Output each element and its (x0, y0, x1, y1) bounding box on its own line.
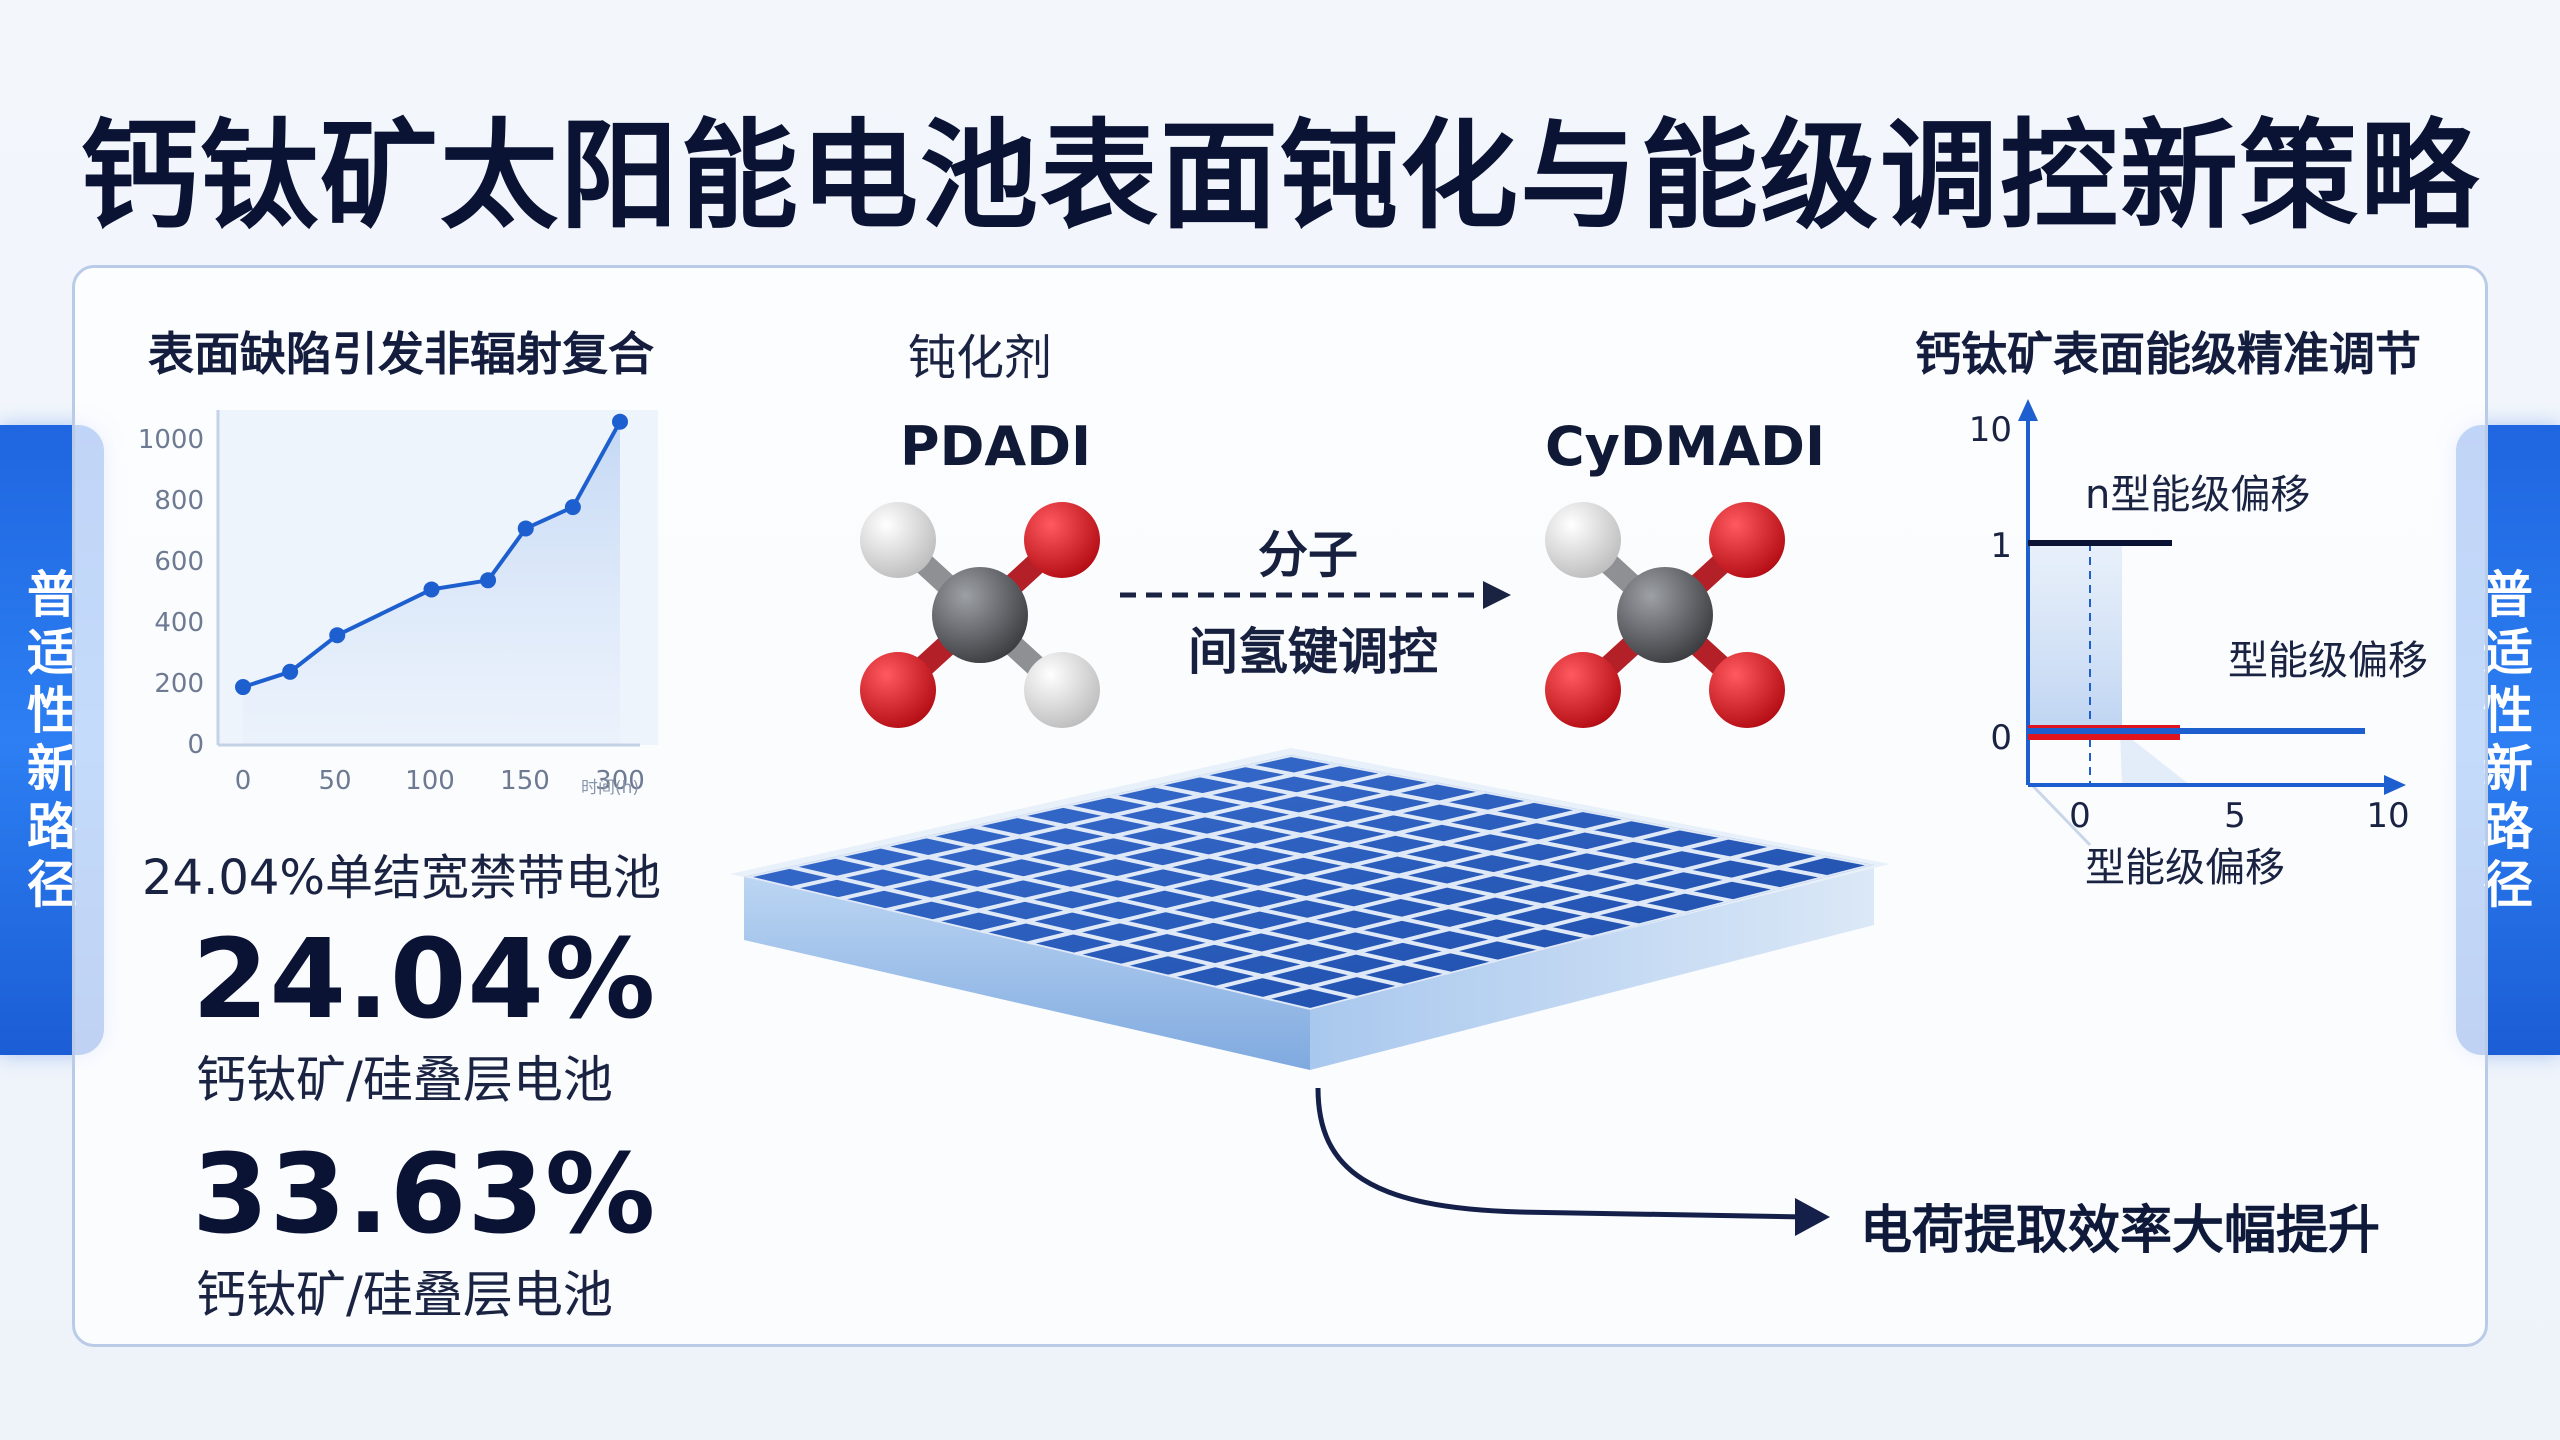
stat1-value: 24.04% (192, 915, 657, 1043)
oxygen-atom (1709, 652, 1785, 728)
left-heading: 表面缺陷引发非辐射复合 (148, 327, 654, 381)
x-tick-labels: 0 5 10 (2069, 796, 2409, 836)
x-tick-label: 10 (2366, 796, 2409, 836)
y-axis-arrow-icon (2018, 399, 2038, 421)
y-tick-label: 800 (154, 486, 204, 516)
y-tick-label: 1000 (138, 425, 204, 455)
x-tick-labels: 0 50 100 150 300 (235, 766, 645, 796)
panel-right-side (1310, 865, 1874, 1070)
chart-area-group (243, 421, 620, 745)
y-tick-labels: 0 1 10 (1969, 410, 2012, 758)
series-area (243, 421, 620, 745)
molecule-left (860, 502, 1100, 728)
label-bottom-shift: 型能级偏移 (2085, 845, 2285, 891)
arrow-label-top: 分子 (1258, 526, 1358, 584)
x-tick-label: 300 (595, 766, 645, 796)
y-tick-label: 10 (1969, 410, 2012, 450)
x-tick-label: 100 (405, 766, 455, 796)
label-mid-shift: 型能级偏移 (2228, 638, 2428, 684)
oxygen-atom (860, 652, 936, 728)
panel-grid-line (1215, 844, 1778, 990)
side-tab-left-label: 普适性新路径 (27, 566, 77, 914)
chart-series-group (235, 413, 628, 696)
y-tick-label: 0 (187, 730, 204, 760)
x-axis-label: 时间(h) (581, 778, 639, 798)
stat2-label: 钙钛矿/硅叠层电池 (196, 1266, 613, 1324)
oxygen-atom (1545, 652, 1621, 728)
stat-label: 24.04%单结宽禁带电池 (142, 850, 662, 906)
x-axis-arrow-icon (2384, 775, 2406, 795)
solar-panel (730, 748, 1890, 1070)
series-line (242, 420, 622, 689)
x-tick-label: 50 (318, 766, 351, 796)
stat1-label: 钙钛矿/硅叠层电池 (196, 1051, 613, 1109)
shaded-tail (2120, 730, 2190, 785)
series-point (480, 572, 497, 589)
arrow-label-bottom: 间氢键调控 (1188, 623, 1438, 681)
y-tick-labels: 0 200 400 600 800 1000 (138, 425, 204, 760)
axis-guide (2030, 783, 2092, 847)
panel-grid-line (1262, 853, 1826, 1001)
oxygen-atom (1709, 502, 1785, 578)
arrow-head-icon (1483, 581, 1511, 609)
x-tick-label: 150 (500, 766, 550, 796)
molecule-right (1545, 502, 1785, 728)
page-title: 钙钛矿太阳能电池表面钝化与能级调控新策略 (79, 107, 2480, 245)
series-point (517, 520, 534, 537)
defect-growth-chart: 0 200 400 600 800 1000 0 50 100 150 300 时间(h) (138, 410, 658, 798)
arrow-head-icon (1795, 1198, 1830, 1236)
energy-level-lines (2028, 540, 2365, 785)
series-point (282, 663, 299, 680)
x-tick-label: 5 (2224, 796, 2246, 836)
y-tick-label: 600 (154, 547, 204, 577)
y-tick-label: 0 (1990, 718, 2012, 758)
y-tick-label: 200 (154, 669, 204, 699)
series-point (423, 581, 440, 598)
y-tick-label: 1 (1990, 526, 2012, 566)
series-point (564, 499, 581, 516)
passivator-heading: 钝化剂 (908, 330, 1053, 386)
molecule-left-name: PDADI (900, 415, 1092, 478)
label-n-shift: n型能级偏移 (2085, 472, 2311, 518)
stat2-value: 33.63% (192, 1130, 657, 1258)
shaded-region (2030, 545, 2122, 730)
carbon-atom (932, 567, 1028, 663)
panel-grid-lines (744, 755, 1874, 1010)
hydrogen-atom (1024, 652, 1100, 728)
bottom-label: 电荷提取效率大幅提升 (1860, 1201, 2381, 1261)
hydrogen-atom (1545, 502, 1621, 578)
right-heading: 钙钛矿表面能级精准调节 (1915, 327, 2421, 381)
molecule-right-name: CyDMADI (1545, 415, 1826, 478)
oxygen-atom (1024, 502, 1100, 578)
series-point (329, 627, 346, 644)
carbon-atom (1617, 567, 1713, 663)
x-tick-label: 0 (2069, 796, 2091, 836)
panel-grid-line (1245, 763, 1828, 880)
panel-front-side (744, 877, 1310, 1070)
side-tab-right-label: 普适性新路径 (2483, 566, 2533, 914)
hydrogen-atom (860, 502, 936, 578)
energy-level-chart: 0 1 10 0 5 10 (1969, 399, 2410, 847)
series-point (235, 679, 251, 696)
x-tick-label: 0 (235, 766, 252, 796)
dashed-arrow (1120, 581, 1511, 609)
y-tick-label: 400 (154, 608, 204, 638)
curved-arrow (1315, 1087, 1830, 1236)
series-point (612, 413, 628, 430)
